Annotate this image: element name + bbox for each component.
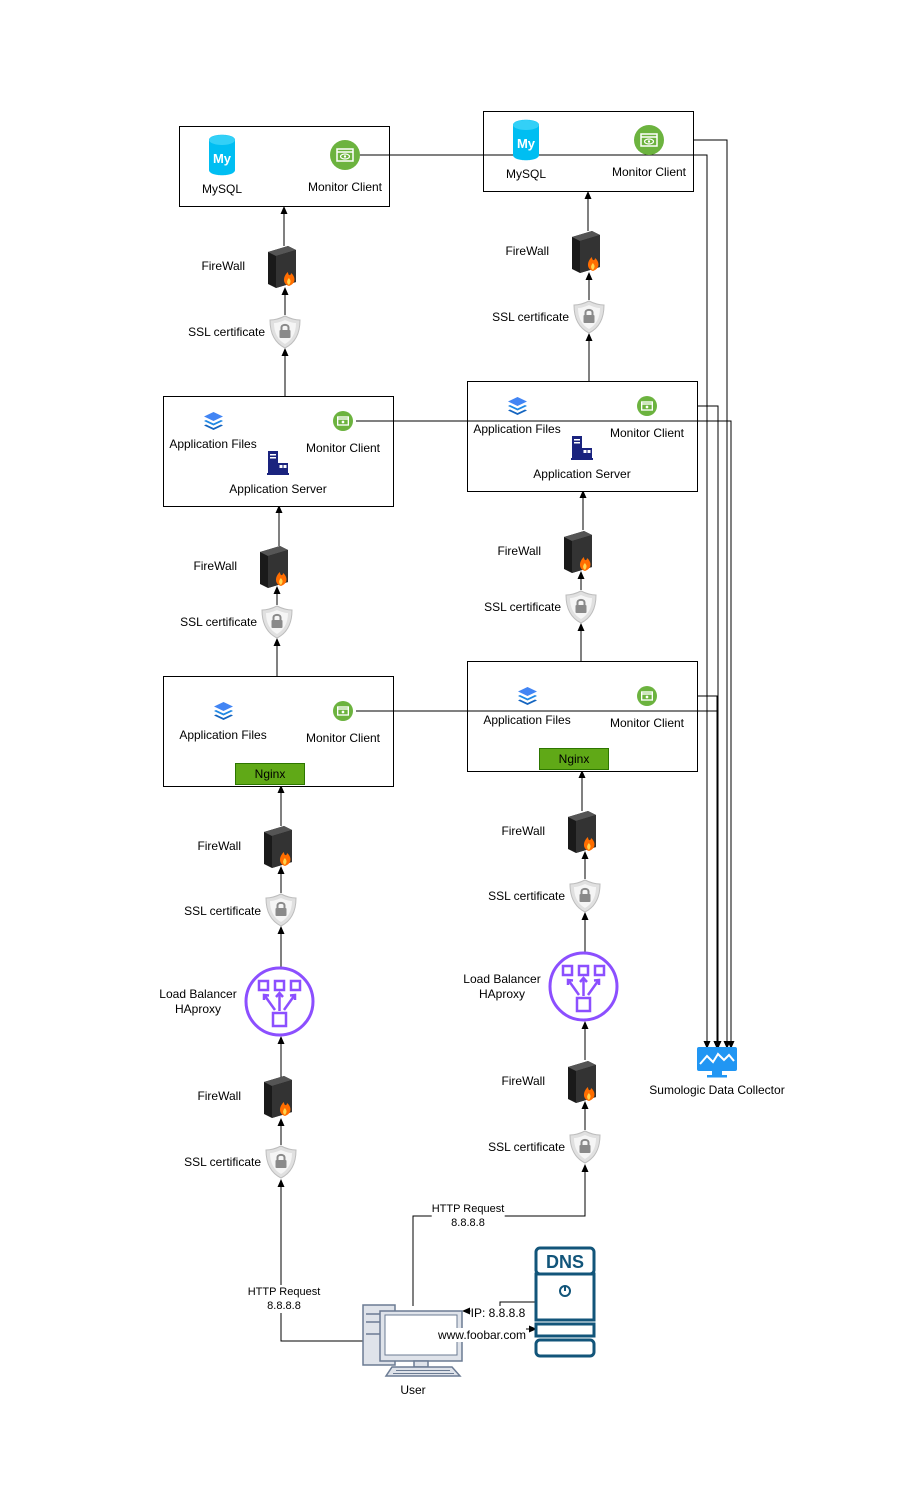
firewall-server-icon	[566, 811, 600, 853]
firewall-server-icon	[266, 246, 300, 288]
firewall-server-icon	[262, 1076, 296, 1118]
monitor-eye-icon	[333, 701, 353, 721]
app-server-box-left	[163, 396, 394, 507]
dns-server-icon: DNS	[534, 1246, 596, 1358]
shield-lock-icon	[564, 590, 598, 624]
monitor-client-label: Monitor Client	[307, 180, 383, 194]
firewall-server-icon	[570, 231, 604, 273]
monitor-eye-icon	[637, 686, 657, 706]
shield-lock-icon	[264, 893, 298, 927]
desktop-computer-icon	[362, 1304, 464, 1378]
monitor-eye-icon	[637, 396, 657, 416]
firewall-label: FireWall	[497, 544, 541, 558]
ssl-certificate-label: SSL certificate	[488, 889, 565, 903]
firewall-label: FireWall	[501, 824, 545, 838]
server-icon	[267, 451, 289, 475]
mysql-label: MySQL	[201, 182, 243, 196]
application-server-label: Application Server	[229, 482, 327, 496]
http-request-text: HTTP Request	[431, 1203, 505, 1215]
mysql-label: MySQL	[505, 167, 547, 181]
load-balancer-label: Load Balancer HAproxy	[463, 972, 540, 1001]
monitor-client-label: Monitor Client	[305, 731, 381, 745]
dns-ip-label: IP: 8.8.8.8	[470, 1306, 526, 1320]
monitor-chart-icon	[696, 1046, 738, 1078]
http-request-ip: 8.8.8.8	[451, 1217, 485, 1229]
shield-lock-icon	[264, 1145, 298, 1179]
dns-domain-label: www.foobar.com	[437, 1328, 527, 1342]
application-files-label: Application Files	[179, 728, 267, 742]
firewall-server-icon	[258, 546, 292, 588]
mysql-database-icon: My	[208, 134, 236, 176]
shield-lock-icon	[568, 879, 602, 913]
svg-text:My: My	[517, 136, 536, 151]
load-balancer-label-line1: Load Balancer	[463, 972, 541, 986]
nginx-bar-left: Nginx	[235, 763, 305, 785]
application-files-label: Application Files	[473, 422, 561, 436]
monitor-client-label: Monitor Client	[305, 441, 381, 455]
ssl-certificate-label: SSL certificate	[484, 600, 561, 614]
firewall-label: FireWall	[505, 244, 549, 258]
sumologic-label: Sumologic Data Collector	[649, 1083, 785, 1097]
load-balancer-icon	[548, 951, 619, 1022]
load-balancer-label-line2: HAproxy	[174, 1002, 222, 1016]
load-balancer-icon	[244, 966, 315, 1037]
shield-lock-icon	[568, 1130, 602, 1164]
mysql-database-icon: My	[512, 119, 540, 161]
layers-icon	[203, 411, 224, 431]
firewall-server-icon	[562, 531, 596, 573]
ssl-certificate-label: SSL certificate	[488, 1140, 565, 1154]
edge-user-to-ssl-left	[277, 1179, 363, 1342]
http-request-text: HTTP Request	[247, 1286, 321, 1298]
monitor-client-label: Monitor Client	[609, 716, 685, 730]
load-balancer-label: Load Balancer HAproxy	[159, 987, 236, 1016]
dns-icon-text: DNS	[546, 1252, 584, 1272]
load-balancer-label-line1: Load Balancer	[159, 987, 237, 1001]
http-request-label: HTTP Request 8.8.8.8	[247, 1285, 321, 1313]
firewall-label: FireWall	[197, 839, 241, 853]
load-balancer-label-line2: HAproxy	[478, 987, 526, 1001]
user-label: User	[400, 1383, 426, 1397]
application-files-label: Application Files	[483, 713, 571, 727]
ssl-certificate-label: SSL certificate	[188, 325, 265, 339]
nginx-bar-right: Nginx	[539, 748, 609, 770]
ssl-certificate-label: SSL certificate	[180, 615, 257, 629]
http-request-label: HTTP Request 8.8.8.8	[431, 1202, 505, 1230]
monitor-eye-icon	[333, 411, 353, 431]
svg-text:My: My	[213, 151, 232, 166]
ssl-certificate-label: SSL certificate	[184, 1155, 261, 1169]
http-request-ip: 8.8.8.8	[267, 1300, 301, 1312]
application-server-label: Application Server	[533, 467, 631, 481]
monitor-eye-icon	[634, 125, 664, 155]
monitor-client-label: Monitor Client	[609, 426, 685, 440]
firewall-label: FireWall	[193, 559, 237, 573]
layers-icon	[213, 701, 234, 721]
firewall-label: FireWall	[201, 259, 245, 273]
firewall-server-icon	[566, 1061, 600, 1103]
monitor-eye-icon	[330, 140, 360, 170]
ssl-certificate-label: SSL certificate	[492, 310, 569, 324]
app-server-box-right	[467, 381, 698, 492]
application-files-label: Application Files	[169, 437, 257, 451]
firewall-server-icon	[262, 826, 296, 868]
shield-lock-icon	[268, 315, 302, 349]
layers-icon	[517, 686, 538, 706]
firewall-label: FireWall	[197, 1089, 241, 1103]
layers-icon	[507, 396, 528, 416]
shield-lock-icon	[260, 605, 294, 639]
server-icon	[571, 436, 593, 460]
ssl-certificate-label: SSL certificate	[184, 904, 261, 918]
shield-lock-icon	[572, 300, 606, 334]
firewall-label: FireWall	[501, 1074, 545, 1088]
monitor-client-label: Monitor Client	[611, 165, 687, 179]
